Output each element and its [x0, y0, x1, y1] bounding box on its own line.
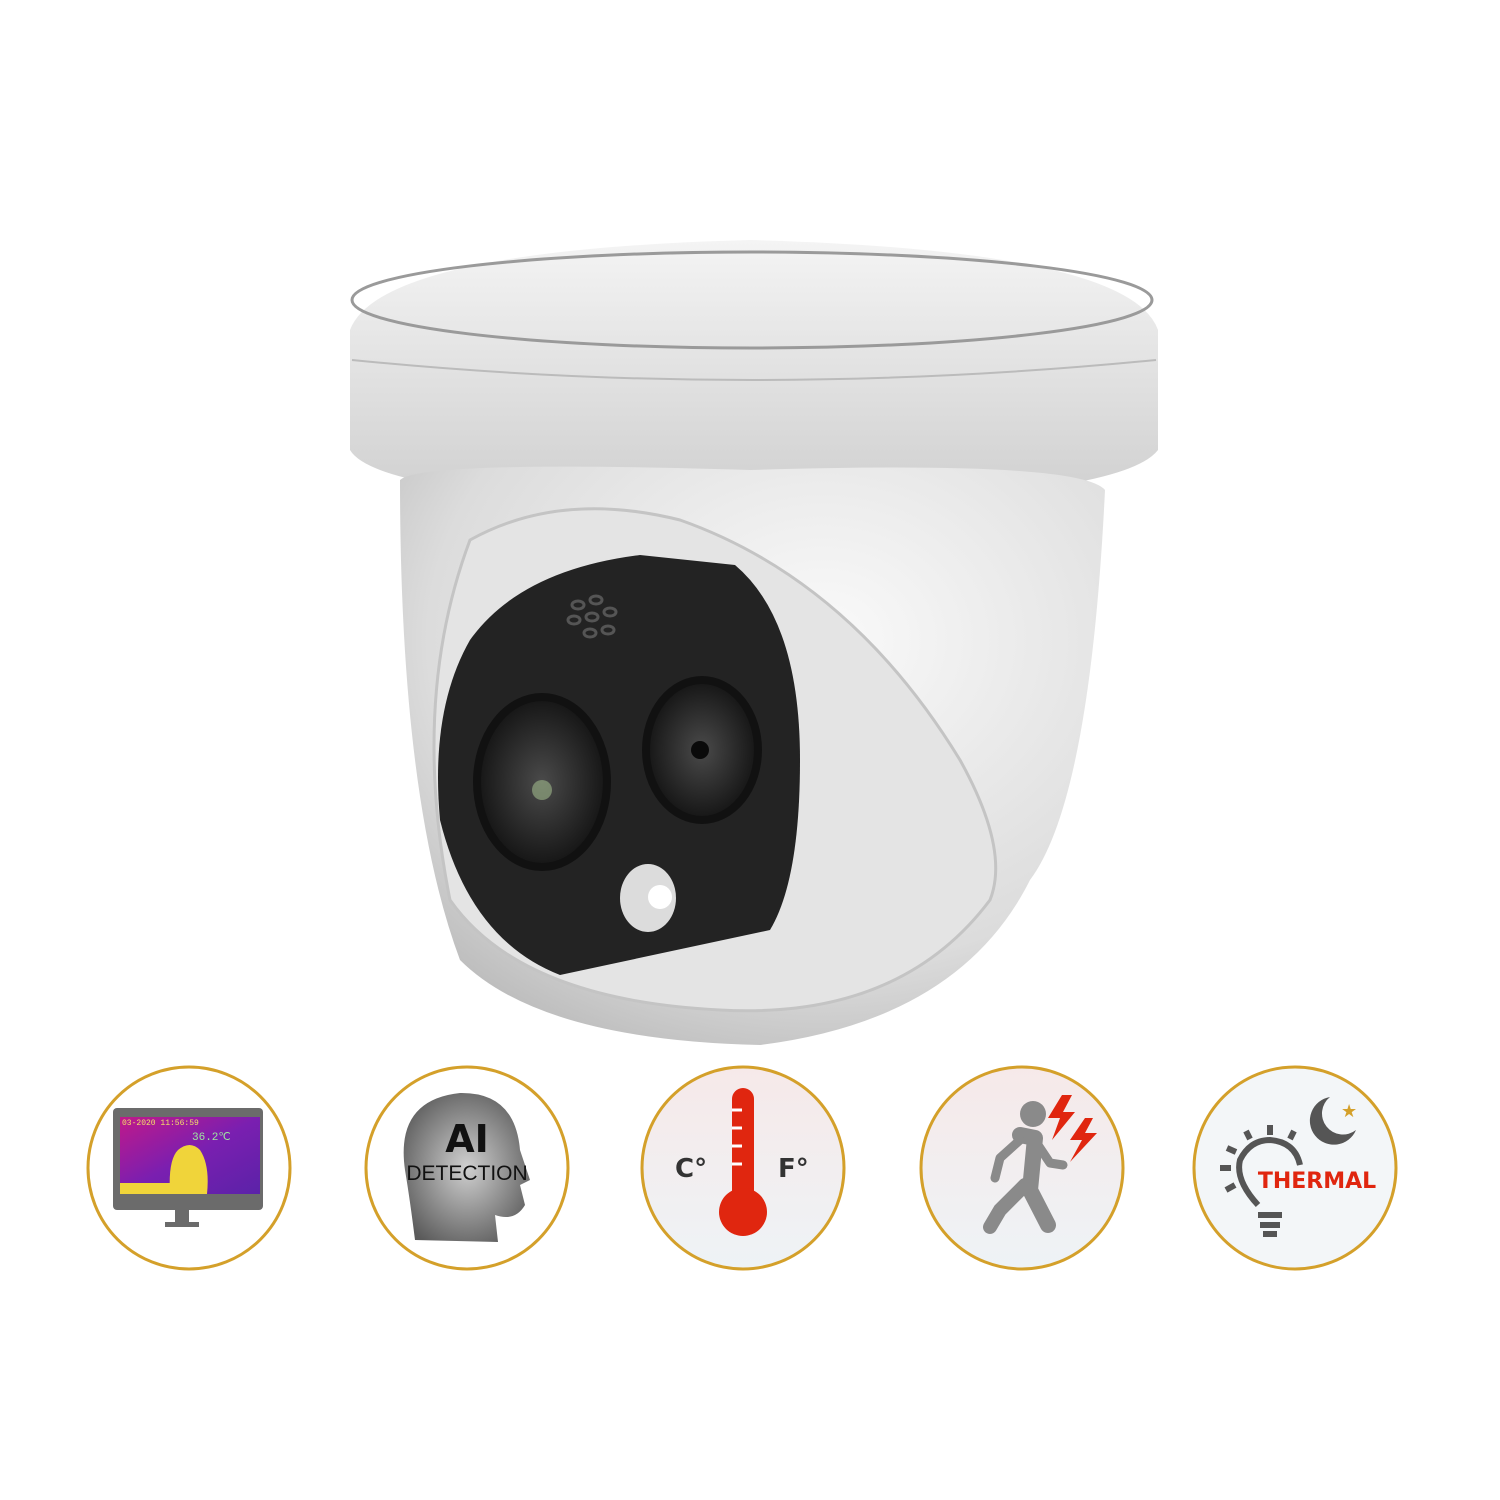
- feature-thermal-night: ★ THERMAL: [1192, 1065, 1398, 1271]
- celsius-label: C°: [675, 1154, 707, 1184]
- walking-person-icon: [983, 1101, 1068, 1234]
- lightning-icon: [1048, 1095, 1097, 1162]
- detection-label: DETECTION: [406, 1162, 527, 1185]
- fahrenheit-label: F°: [778, 1154, 809, 1184]
- mount-ring: [350, 240, 1158, 505]
- moon-icon: [1309, 1097, 1356, 1145]
- dome-camera: [350, 240, 1158, 1046]
- lightbulb-icon: [1220, 1125, 1303, 1237]
- ir-led: [620, 864, 676, 932]
- thermal-label: THERMAL: [1258, 1169, 1376, 1194]
- ai-label: AI: [445, 1117, 489, 1161]
- feature-ai-detection: AI DETECTION: [364, 1065, 570, 1271]
- feature-temperature-units: C° F°: [640, 1065, 846, 1271]
- speaker-holes: [566, 594, 618, 639]
- lens-face: [438, 555, 800, 975]
- head-icon: [403, 1092, 530, 1242]
- feature-thermal-monitor: 03-2020 11:56:59 36.2℃: [86, 1065, 292, 1271]
- monitor-timestamp: 03-2020 11:56:59: [122, 1119, 199, 1128]
- star-icon: ★: [1341, 1101, 1357, 1121]
- thermometer-icon: [719, 1088, 767, 1236]
- monitor-temperature: 36.2℃: [192, 1132, 231, 1144]
- feature-intrusion-alert: [919, 1065, 1125, 1271]
